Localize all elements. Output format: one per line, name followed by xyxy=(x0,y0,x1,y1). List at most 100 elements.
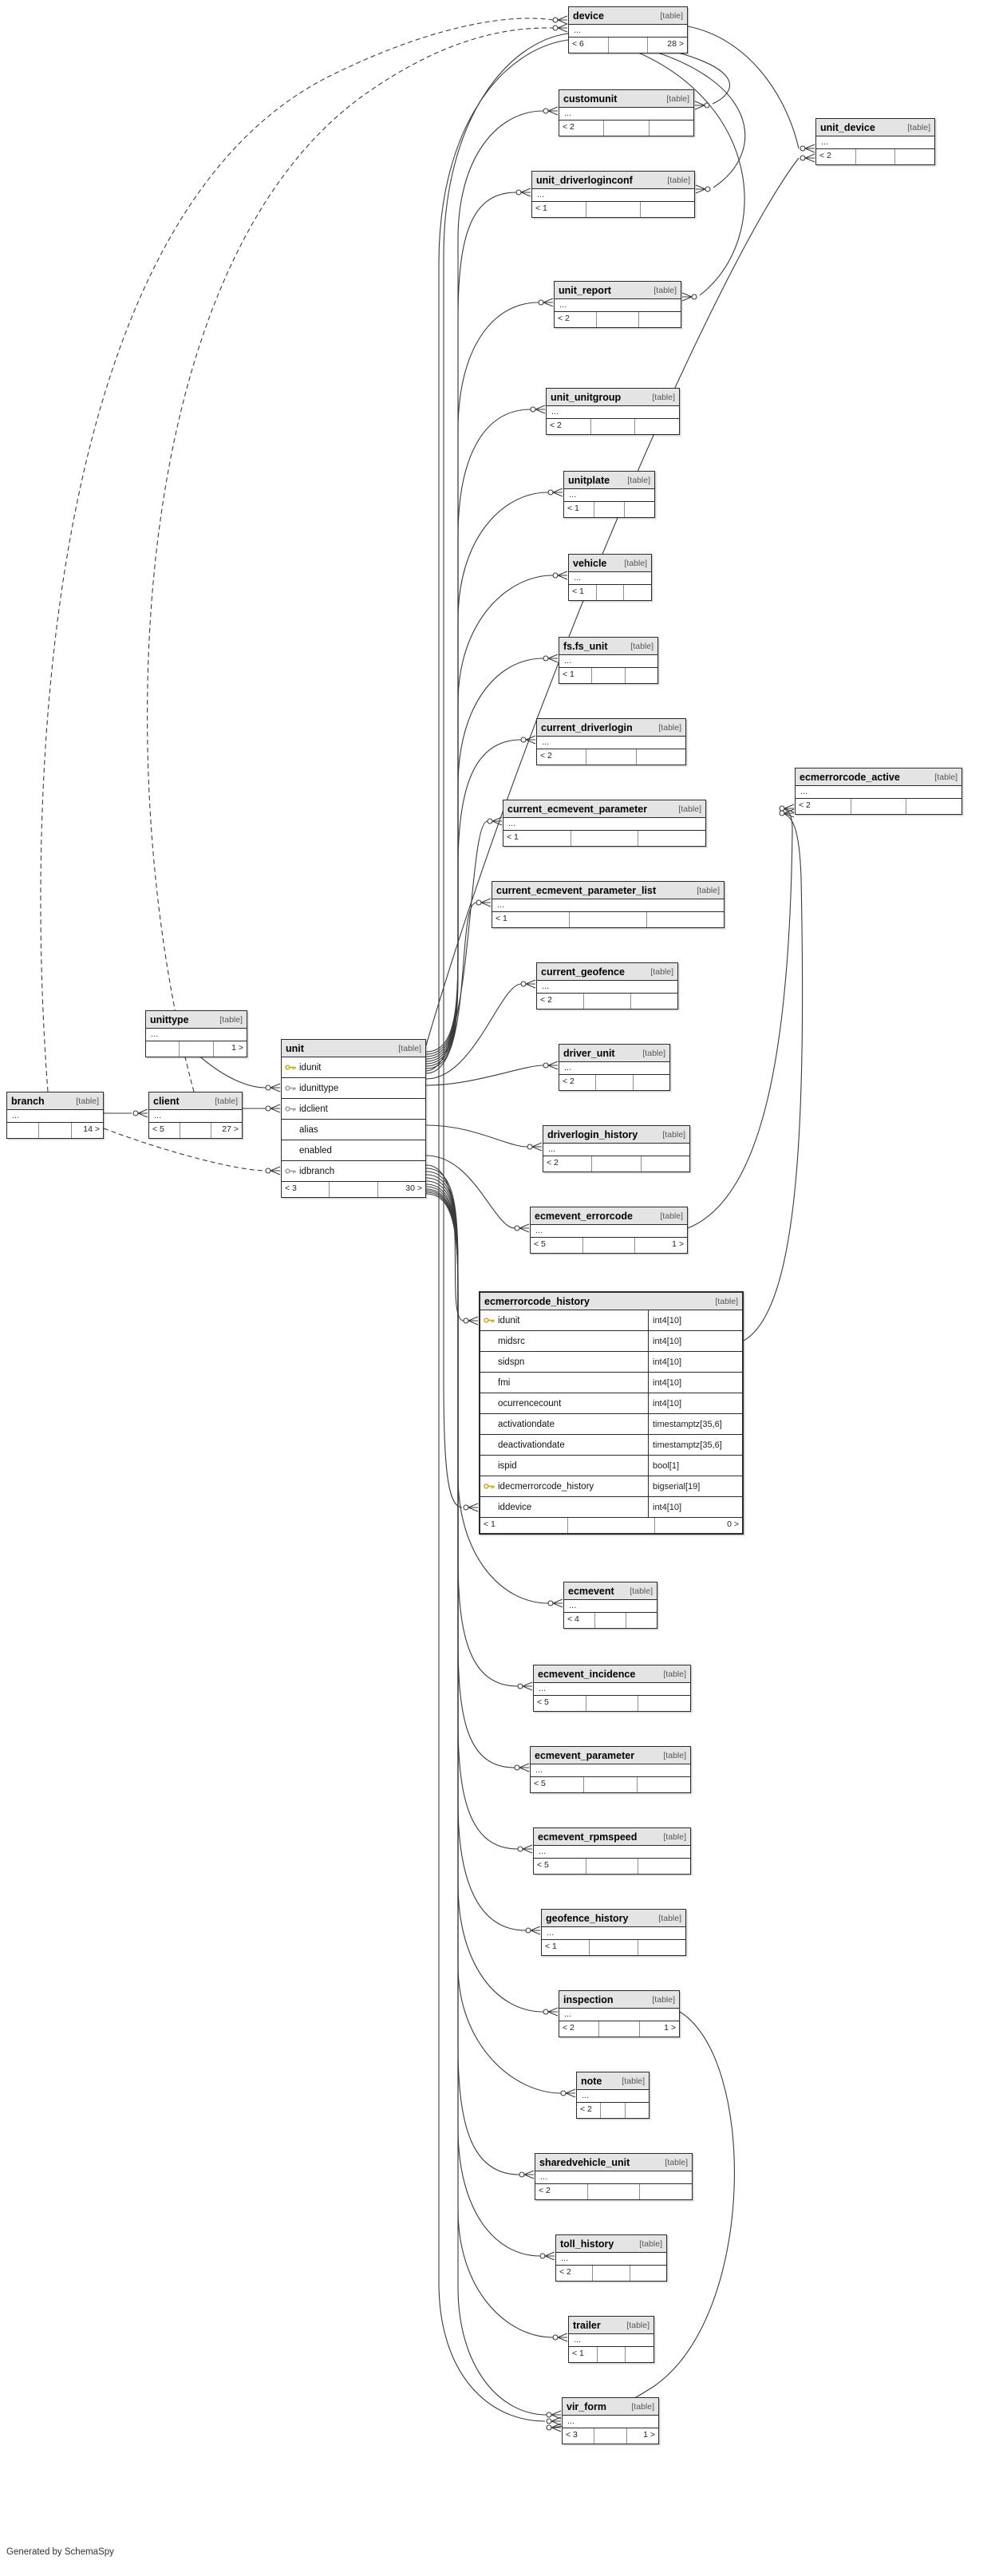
table-name[interactable]: device xyxy=(573,10,604,22)
table-name[interactable]: fs.fs_unit xyxy=(563,640,608,652)
table-header: client[table] xyxy=(149,1092,242,1110)
table-ecmevent_incidence[interactable]: ecmevent_incidence[table] ... < 5 xyxy=(533,1665,691,1712)
table-ecmevent_parameter[interactable]: ecmevent_parameter[table] ... < 5 xyxy=(530,1746,691,1793)
child-count xyxy=(639,312,681,327)
table-name[interactable]: customunit xyxy=(563,93,618,105)
table-customunit[interactable]: customunit[table] ... < 2 xyxy=(559,89,694,136)
table-unittype[interactable]: unittype[table] ... 1 > xyxy=(145,1010,247,1057)
table-name[interactable]: inspection xyxy=(563,1993,614,2005)
table-toll_history[interactable]: toll_history[table] ... < 2 xyxy=(555,2234,667,2282)
table-trailer[interactable]: trailer[table] ... < 1 xyxy=(568,2316,654,2363)
column-row[interactable]: enabled xyxy=(282,1140,425,1161)
table-name[interactable]: client xyxy=(153,1095,180,1107)
table-unit_report[interactable]: unit_report[table] ... < 2 xyxy=(554,281,681,328)
table-unit_driverloginconf[interactable]: unit_driverloginconf[table] ... < 1 xyxy=(531,171,695,218)
table-ecmevent[interactable]: ecmevent[table] ... < 4 xyxy=(563,1582,657,1629)
table-note[interactable]: note[table] ... < 2 xyxy=(576,2072,650,2119)
table-name[interactable]: unittype xyxy=(150,1013,189,1025)
table-name[interactable]: ecmevent_rpmspeed xyxy=(538,1831,638,1843)
child-count xyxy=(640,2184,692,2199)
table-driver_unit[interactable]: driver_unit[table] ... < 2 xyxy=(559,1044,670,1091)
child-count xyxy=(906,799,961,814)
table-name[interactable]: ecmevent_errorcode xyxy=(535,1210,633,1222)
table-header: unit_unitgroup[table] xyxy=(547,389,679,406)
table-name[interactable]: current_ecmevent_parameter_list xyxy=(496,884,657,896)
table-name[interactable]: current_geofence xyxy=(541,966,625,978)
table-name[interactable]: unitplate xyxy=(568,474,610,486)
table-unit_device[interactable]: unit_device[table] ... < 2 xyxy=(815,118,935,165)
table-ecmevent_rpmspeed[interactable]: ecmevent_rpmspeed[table] ... < 5 xyxy=(533,1827,691,1875)
column-type: bigserial[19] xyxy=(648,1476,742,1496)
table-name[interactable]: ecmevent_incidence xyxy=(538,1668,636,1680)
table-name[interactable]: driverlogin_history xyxy=(547,1128,638,1140)
table-footer: < 2 xyxy=(543,1156,689,1171)
table-vehicle[interactable]: vehicle[table] ... < 1 xyxy=(568,554,652,601)
column-row[interactable]: idunit xyxy=(282,1057,425,1078)
table-unitplate[interactable]: unitplate[table] ... < 1 xyxy=(563,471,655,518)
table-name[interactable]: unit_driverloginconf xyxy=(536,174,633,186)
table-name[interactable]: unit_unitgroup xyxy=(551,391,622,403)
table-unit[interactable]: unit[table] idunit idunittype idclient a… xyxy=(281,1039,426,1198)
table-name[interactable]: ecmerrorcode_active xyxy=(800,771,900,783)
column-name: idclient xyxy=(299,1104,328,1114)
table-header: current_ecmevent_parameter[table] xyxy=(503,800,705,818)
table-current_ecmevent_parameter_list[interactable]: current_ecmevent_parameter_list[table] .… xyxy=(492,881,725,928)
table-fs_fs_unit[interactable]: fs.fs_unit[table] ... < 1 xyxy=(559,637,658,684)
parent-count: < 1 xyxy=(532,202,586,217)
table-current_geofence[interactable]: current_geofence[table] ... < 2 xyxy=(536,962,678,1009)
table-unit_unitgroup[interactable]: unit_unitgroup[table] ... < 2 xyxy=(546,388,680,435)
collapsed-columns: ... xyxy=(547,406,679,419)
parent-count: < 2 xyxy=(577,2103,602,2118)
table-branch[interactable]: branch[table] ... 14 > xyxy=(6,1092,104,1139)
table-current_ecmevent_parameter[interactable]: current_ecmevent_parameter[table] ... < … xyxy=(503,800,706,847)
table-name[interactable]: unit_report xyxy=(559,284,611,296)
table-ecmerrorcode_active[interactable]: ecmerrorcode_active[table] ... < 2 xyxy=(795,768,962,815)
table-name[interactable]: unit xyxy=(286,1042,304,1054)
table-name[interactable]: current_driverlogin xyxy=(541,721,633,733)
column-row[interactable]: idunittype xyxy=(282,1078,425,1099)
table-type-tag: [table] xyxy=(660,10,683,21)
table-current_driverlogin[interactable]: current_driverlogin[table] ... < 2 xyxy=(536,718,686,765)
table-name[interactable]: geofence_history xyxy=(546,1912,629,1924)
table-driverlogin_history[interactable]: driverlogin_history[table] ... < 2 xyxy=(543,1125,690,1172)
child-count: 30 > xyxy=(405,1183,422,1193)
table-type-tag: [table] xyxy=(665,2157,688,2167)
table-name[interactable]: current_ecmevent_parameter xyxy=(507,803,648,815)
table-name[interactable]: trailer xyxy=(573,2319,601,2331)
table-geofence_history[interactable]: geofence_history[table] ... < 1 xyxy=(541,1909,686,1956)
column-row[interactable]: alias xyxy=(282,1120,425,1140)
table-type-tag: [table] xyxy=(652,1994,675,2005)
table-name[interactable]: vir_form xyxy=(567,2400,607,2412)
table-name[interactable]: sharedvehicle_unit xyxy=(539,2156,630,2168)
table-name[interactable]: note xyxy=(581,2075,602,2087)
table-name[interactable]: unit_device xyxy=(820,121,875,133)
child-count xyxy=(638,831,705,846)
table-name[interactable]: ecmevent_parameter xyxy=(535,1749,635,1761)
column-row[interactable]: idbranch xyxy=(282,1161,425,1182)
table-name[interactable]: toll_history xyxy=(560,2238,614,2250)
table-name[interactable]: ecmerrorcode_history xyxy=(484,1295,590,1307)
column-row[interactable]: idclient xyxy=(282,1099,425,1120)
table-name[interactable]: vehicle xyxy=(573,557,607,569)
table-name[interactable]: ecmevent xyxy=(568,1585,614,1597)
table-name[interactable]: branch xyxy=(11,1095,45,1107)
table-name[interactable]: driver_unit xyxy=(563,1047,615,1059)
table-sharedvehicle_unit[interactable]: sharedvehicle_unit[table] ... < 2 xyxy=(535,2153,693,2200)
